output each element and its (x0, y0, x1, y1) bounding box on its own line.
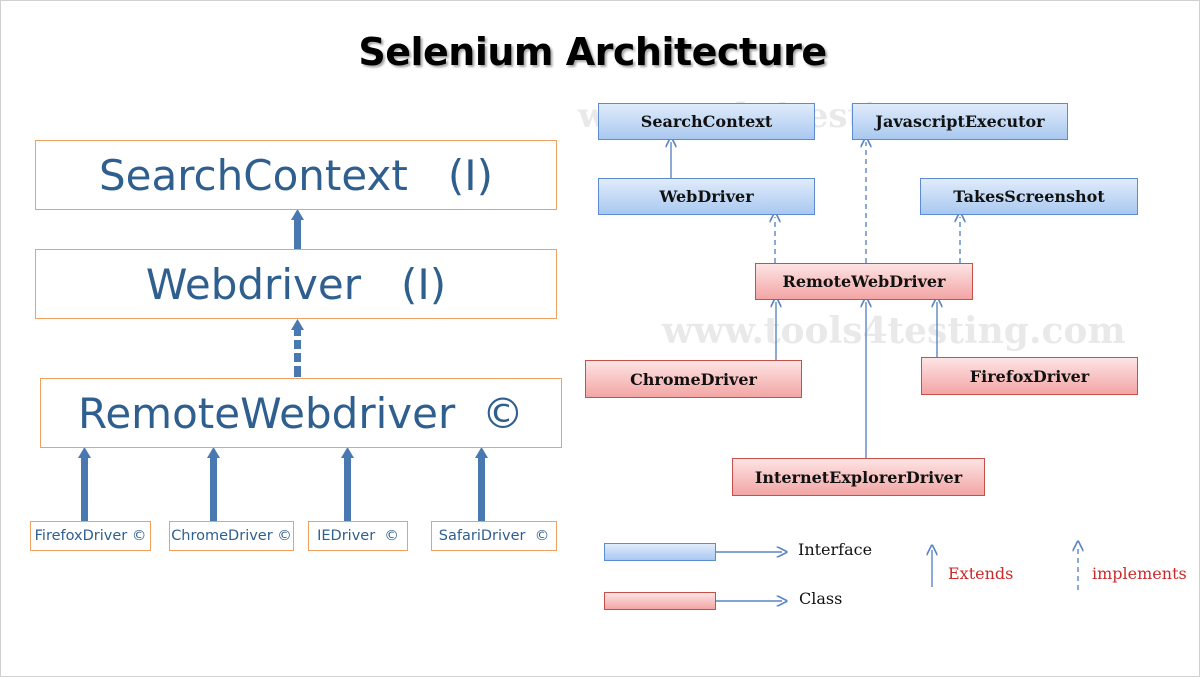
left-firefoxdriver-box: FirefoxDriver © (30, 521, 151, 551)
left-iedriver-label: IEDriver © (317, 528, 399, 544)
right-webdriver-box: WebDriver (598, 178, 815, 215)
right-chromedriver-box: ChromeDriver (585, 360, 802, 398)
page-title: Selenium Architecture (358, 30, 827, 74)
right-javascriptexecutor-label: JavascriptExecutor (875, 112, 1045, 131)
watermark-middle: www.tools4testing.com (662, 310, 1126, 352)
right-remotewebdriver-box: RemoteWebDriver (755, 263, 973, 300)
right-firefoxdriver-box: FirefoxDriver (921, 357, 1138, 395)
right-arrows (671, 142, 1078, 601)
left-firefoxdriver-label: FirefoxDriver © (34, 528, 147, 544)
left-webdriver-box: Webdriver (I) (35, 249, 557, 319)
right-javascriptexecutor-box: JavascriptExecutor (852, 103, 1068, 140)
legend-class-label: Class (799, 589, 843, 608)
chrome-arrow-shaft (210, 456, 217, 521)
left-searchcontext-label: SearchContext (I) (98, 150, 494, 200)
left-iedriver-box: IEDriver © (308, 521, 408, 551)
left-implements-arrowhead (291, 319, 304, 330)
legend-extends-label: Extends (948, 564, 1014, 583)
left-extends-arrowhead (291, 209, 304, 220)
ie-arrow-shaft (344, 456, 351, 521)
left-safaridriver-box: SafariDriver © (431, 521, 557, 551)
right-takesscreenshot-label: TakesScreenshot (953, 187, 1105, 206)
left-webdriver-label: Webdriver (I) (145, 259, 447, 309)
left-implements-dash-4 (294, 366, 301, 377)
chrome-arrowhead (207, 447, 220, 458)
right-takesscreenshot-box: TakesScreenshot (920, 178, 1138, 215)
left-implements-dash-1 (294, 328, 301, 336)
right-firefoxdriver-label: FirefoxDriver (969, 366, 1090, 386)
left-searchcontext-box: SearchContext (I) (35, 140, 557, 210)
left-remotewebdriver-label: RemoteWebdriver © (78, 388, 524, 438)
safari-arrowhead (475, 447, 488, 458)
left-extends-arrow-shaft (294, 218, 301, 249)
left-chromedriver-label: ChromeDriver © (171, 528, 292, 544)
firefox-arrow-shaft (81, 456, 88, 521)
legend-interface-label: Interface (798, 540, 873, 559)
legend-class-swatch (604, 592, 716, 610)
right-searchcontext-label: SearchContext (640, 112, 773, 131)
right-searchcontext-box: SearchContext (598, 103, 815, 140)
left-remotewebdriver-box: RemoteWebdriver © (40, 378, 562, 448)
legend-interface-swatch (604, 543, 716, 561)
ie-arrowhead (341, 447, 354, 458)
left-safaridriver-label: SafariDriver © (438, 528, 550, 544)
right-iedriver-box: InternetExplorerDriver (732, 458, 985, 496)
left-arrows (78, 209, 488, 521)
right-webdriver-label: WebDriver (659, 187, 754, 206)
left-chromedriver-box: ChromeDriver © (169, 521, 294, 551)
left-implements-dash-2 (294, 340, 301, 349)
firefox-arrowhead (78, 447, 91, 458)
left-implements-dash-3 (294, 353, 301, 362)
right-remotewebdriver-label: RemoteWebDriver (782, 272, 946, 291)
legend-implements-label: implements (1092, 564, 1187, 583)
safari-arrow-shaft (478, 456, 485, 521)
right-chromedriver-label: ChromeDriver (630, 369, 757, 389)
right-iedriver-label: InternetExplorerDriver (754, 467, 963, 487)
